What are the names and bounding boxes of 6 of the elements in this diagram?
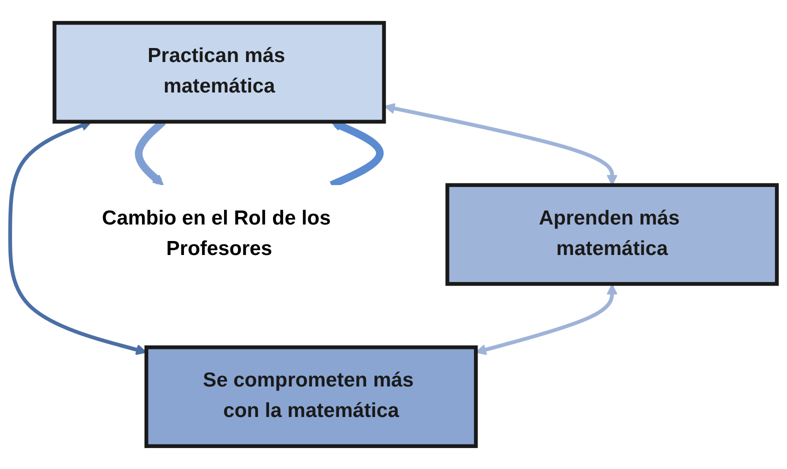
arrow bbox=[384, 102, 618, 186]
node-box: Se comprometen más con la matemática bbox=[144, 345, 478, 448]
node-box: Practican más matemática bbox=[52, 20, 386, 124]
node-box: Aprenden más matemática bbox=[445, 183, 779, 286]
node-text: Cambio en el Rol de los Profesores bbox=[102, 208, 331, 260]
arrow bbox=[475, 284, 618, 356]
